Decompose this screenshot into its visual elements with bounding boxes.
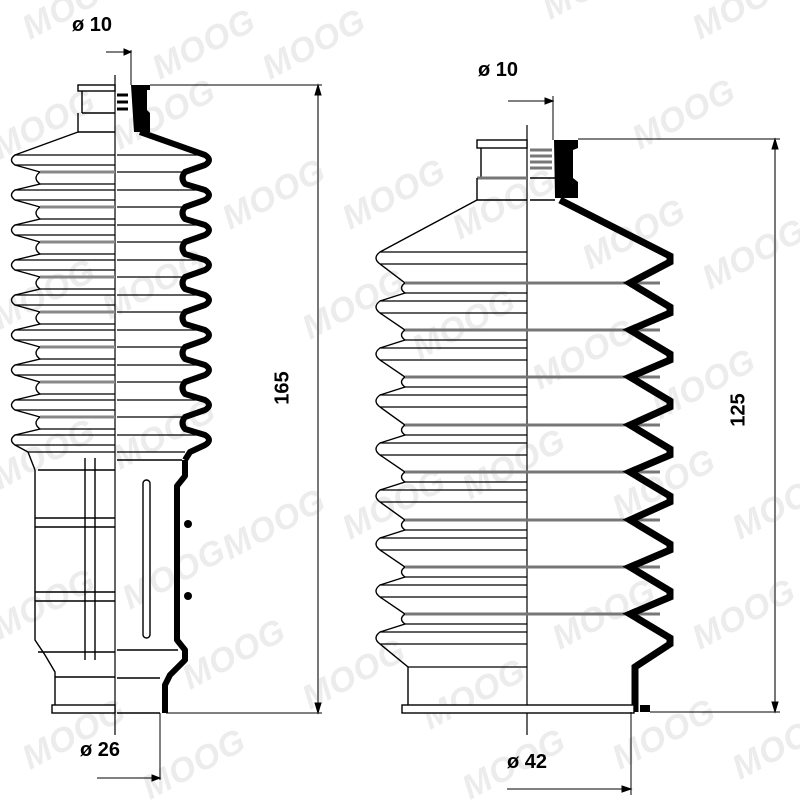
right-bottom-diameter-label: ø 42 [507,751,548,773]
svg-text:MOOG: MOOG [606,691,722,777]
svg-text:MOOG: MOOG [216,481,332,567]
left-boot [10,75,212,735]
svg-text:MOOG: MOOG [456,421,572,507]
svg-text:MOOG: MOOG [406,281,522,367]
svg-text:MOOG: MOOG [176,611,292,697]
svg-text:MOOG: MOOG [726,461,800,547]
right-boot [375,125,674,735]
left-boot-dimensions [97,48,322,782]
svg-text:MOOG: MOOG [136,721,252,800]
left-bottom-diameter-label: ø 26 [80,739,121,761]
svg-text:MOOG: MOOG [336,151,452,237]
svg-text:MOOG: MOOG [216,151,332,237]
svg-text:MOOG: MOOG [416,651,532,737]
right-boot-dimensions [507,96,780,795]
svg-text:MOOG: MOOG [536,0,652,27]
right-length-label: 125 [727,393,750,427]
svg-text:MOOG: MOOG [256,1,372,87]
svg-text:MOOG: MOOG [686,0,800,47]
svg-text:MOOG: MOOG [0,411,102,497]
left-top-diameter-label: ø 10 [72,14,113,36]
right-top-diameter-label: ø 10 [478,59,519,81]
left-length-label: 165 [271,371,294,405]
svg-text:MOOG: MOOG [726,701,800,787]
svg-text:MOOG: MOOG [526,311,642,397]
svg-text:MOOG: MOOG [686,571,800,657]
svg-text:MOOG: MOOG [0,561,102,647]
svg-text:MOOG: MOOG [626,71,742,157]
svg-text:MOOG: MOOG [446,161,562,247]
svg-text:MOOG: MOOG [296,261,412,347]
svg-text:MOOG: MOOG [696,211,800,297]
